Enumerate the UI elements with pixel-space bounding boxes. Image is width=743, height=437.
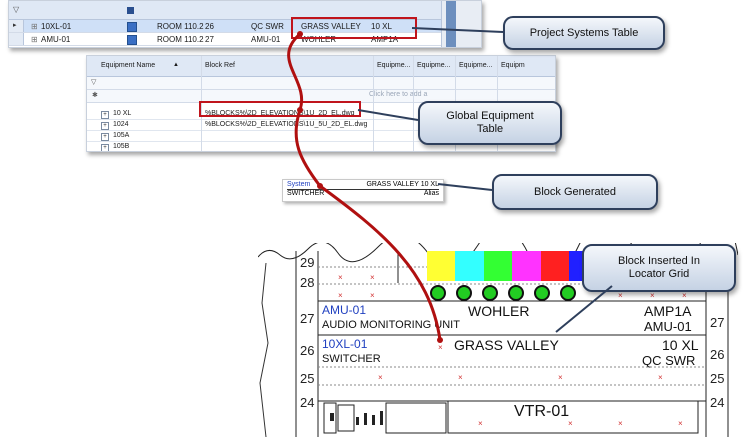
expand-icon[interactable]: + [101, 144, 109, 151]
expand-icon[interactable]: + [101, 133, 109, 141]
col-equipment-1[interactable]: Equipme... [377, 62, 411, 69]
switcher-model: 10 XL [662, 337, 699, 353]
expand-icon[interactable]: + [101, 122, 109, 130]
switcher-system: QC SWR [642, 353, 696, 368]
cell-system: QC SWR [251, 22, 284, 31]
cell-model: 10 XL [371, 22, 392, 31]
cell-name: AMU-01 [41, 35, 71, 44]
grid-number: 29 [300, 255, 315, 270]
led-icon [534, 285, 550, 301]
add-row-placeholder[interactable]: Click here to add a [369, 91, 428, 98]
callout-block-inserted: Block Inserted In Locator Grid [582, 244, 736, 292]
col-equipment-4[interactable]: Equipm [501, 62, 525, 69]
cell-make: WOHLER [301, 35, 337, 44]
cell-position: 26 [205, 22, 214, 31]
vtr-label: VTR-01 [514, 403, 570, 420]
table-row[interactable]: + 1024 %BLOCKS%\2D_ELEVATIONS\1U_5U_2D_E… [87, 120, 555, 131]
led-icon [456, 285, 472, 301]
grid-number: 26 [710, 347, 725, 362]
col-block-ref[interactable]: Block Ref [205, 62, 235, 69]
project-systems-table: ▽ ▸ ⊞ 10XL-01 ROOM 110.2 26 QC SWR GRASS… [8, 0, 482, 48]
checkbox[interactable] [127, 22, 137, 32]
rack-outline [258, 243, 738, 437]
scrollbar[interactable] [441, 1, 481, 47]
col-equipment-2[interactable]: Equipme... [417, 62, 451, 69]
filter-row[interactable]: ▽ [87, 77, 555, 90]
col-equipment-3[interactable]: Equipme... [459, 62, 493, 69]
block-make-model: GRASS VALLEY 10 XL [366, 181, 439, 188]
table-row[interactable]: ⊞ AMU-01 ROOM 110.2 27 AMU-01 WOHLER AMP… [9, 33, 481, 46]
cell-room: ROOM 110.2 [157, 35, 204, 44]
col-equipment-name[interactable]: Equipment Name [101, 62, 156, 69]
table-row[interactable]: + 10 XL %BLOCKS%\2D_ELEVATIONS\1U_2D_EL.… [87, 109, 555, 120]
cell-block-ref: %BLOCKS%\2D_ELEVATIONS\1U_5U_2D_EL.dwg [205, 121, 368, 128]
connector-dot [297, 107, 303, 113]
block-system-label: System [287, 181, 311, 188]
grid-number: 24 [710, 395, 725, 410]
cell-name: 1024 [113, 121, 129, 128]
amu-id: AMU-01 [322, 303, 367, 317]
switcher-description: SWITCHER [322, 353, 381, 365]
connector-dot [317, 183, 323, 189]
table-row[interactable]: + 105B [87, 142, 555, 151]
cell-room: ROOM 110.2 [157, 22, 204, 31]
block-alias: Alias [423, 190, 439, 197]
pointer-line [357, 109, 419, 121]
expand-icon[interactable]: + [101, 111, 109, 119]
led-icon [430, 285, 446, 301]
connector-dot [437, 337, 443, 343]
flow-connector [287, 32, 442, 341]
switcher-make: GRASS VALLEY [454, 337, 559, 353]
sort-asc-icon[interactable]: ▲ [173, 62, 179, 68]
led-icon [508, 285, 524, 301]
pointer-line [555, 285, 613, 333]
led-icon [482, 285, 498, 301]
highlight-box [199, 101, 361, 117]
checkbox[interactable] [127, 35, 137, 45]
cell-block-ref: %BLOCKS%\2D_ELEVATIONS\1U_2D_EL.dwg [205, 110, 355, 117]
grid-number: 26 [300, 343, 315, 358]
led-row [430, 285, 576, 301]
amu-model: AMP1A [644, 303, 692, 319]
amu-description: AUDIO MONITORING UNIT [322, 319, 460, 331]
switcher-id: 10XL-01 [322, 337, 368, 351]
cell-system: AMU-01 [251, 35, 281, 44]
pointer-line [411, 27, 504, 33]
grid-number: 25 [710, 371, 725, 386]
grid-number: 27 [300, 311, 315, 326]
led-icon [560, 285, 576, 301]
callout-global-equipment: Global Equipment Table [418, 101, 562, 145]
new-row-icon: ✱ [92, 92, 98, 99]
global-table-header: Equipment Name ▲ Block Ref Equipme... Eq… [87, 56, 555, 77]
callout-project-systems: Project Systems Table [503, 16, 665, 50]
table-row[interactable]: ▸ ⊞ 10XL-01 ROOM 110.2 26 QC SWR GRASS V… [9, 20, 481, 33]
locator-grid: 29 28 27 26 25 24 28 27 26 25 24 AMU-01 … [258, 243, 738, 437]
block-description: SWITCHER [287, 190, 325, 197]
project-table-header: ▽ [9, 1, 481, 20]
cell-name: 10XL-01 [41, 22, 72, 31]
pointer-line [437, 183, 493, 191]
checkbox-header-icon[interactable] [127, 7, 134, 14]
cell-model: AMP1A [371, 35, 399, 44]
amu-system: AMU-01 [644, 319, 692, 334]
grid-number: 27 [710, 315, 725, 330]
callout-block-generated: Block Generated [492, 174, 658, 210]
cell-make: GRASS VALLEY [301, 22, 361, 31]
cell-position: 27 [205, 35, 214, 44]
cell-name: 105A [113, 132, 130, 139]
cell-name: 10 XL [113, 110, 132, 117]
filter-icon[interactable]: ▽ [91, 79, 97, 86]
amu-make: WOHLER [468, 303, 530, 319]
table-row[interactable]: + 105A [87, 131, 555, 142]
grid-number: 28 [300, 275, 315, 290]
grid-number: 25 [300, 371, 315, 386]
grid-number: 24 [300, 395, 315, 410]
cell-name: 105B [113, 143, 130, 150]
filter-icon[interactable]: ▽ [13, 5, 20, 14]
connector-dot [297, 31, 303, 37]
